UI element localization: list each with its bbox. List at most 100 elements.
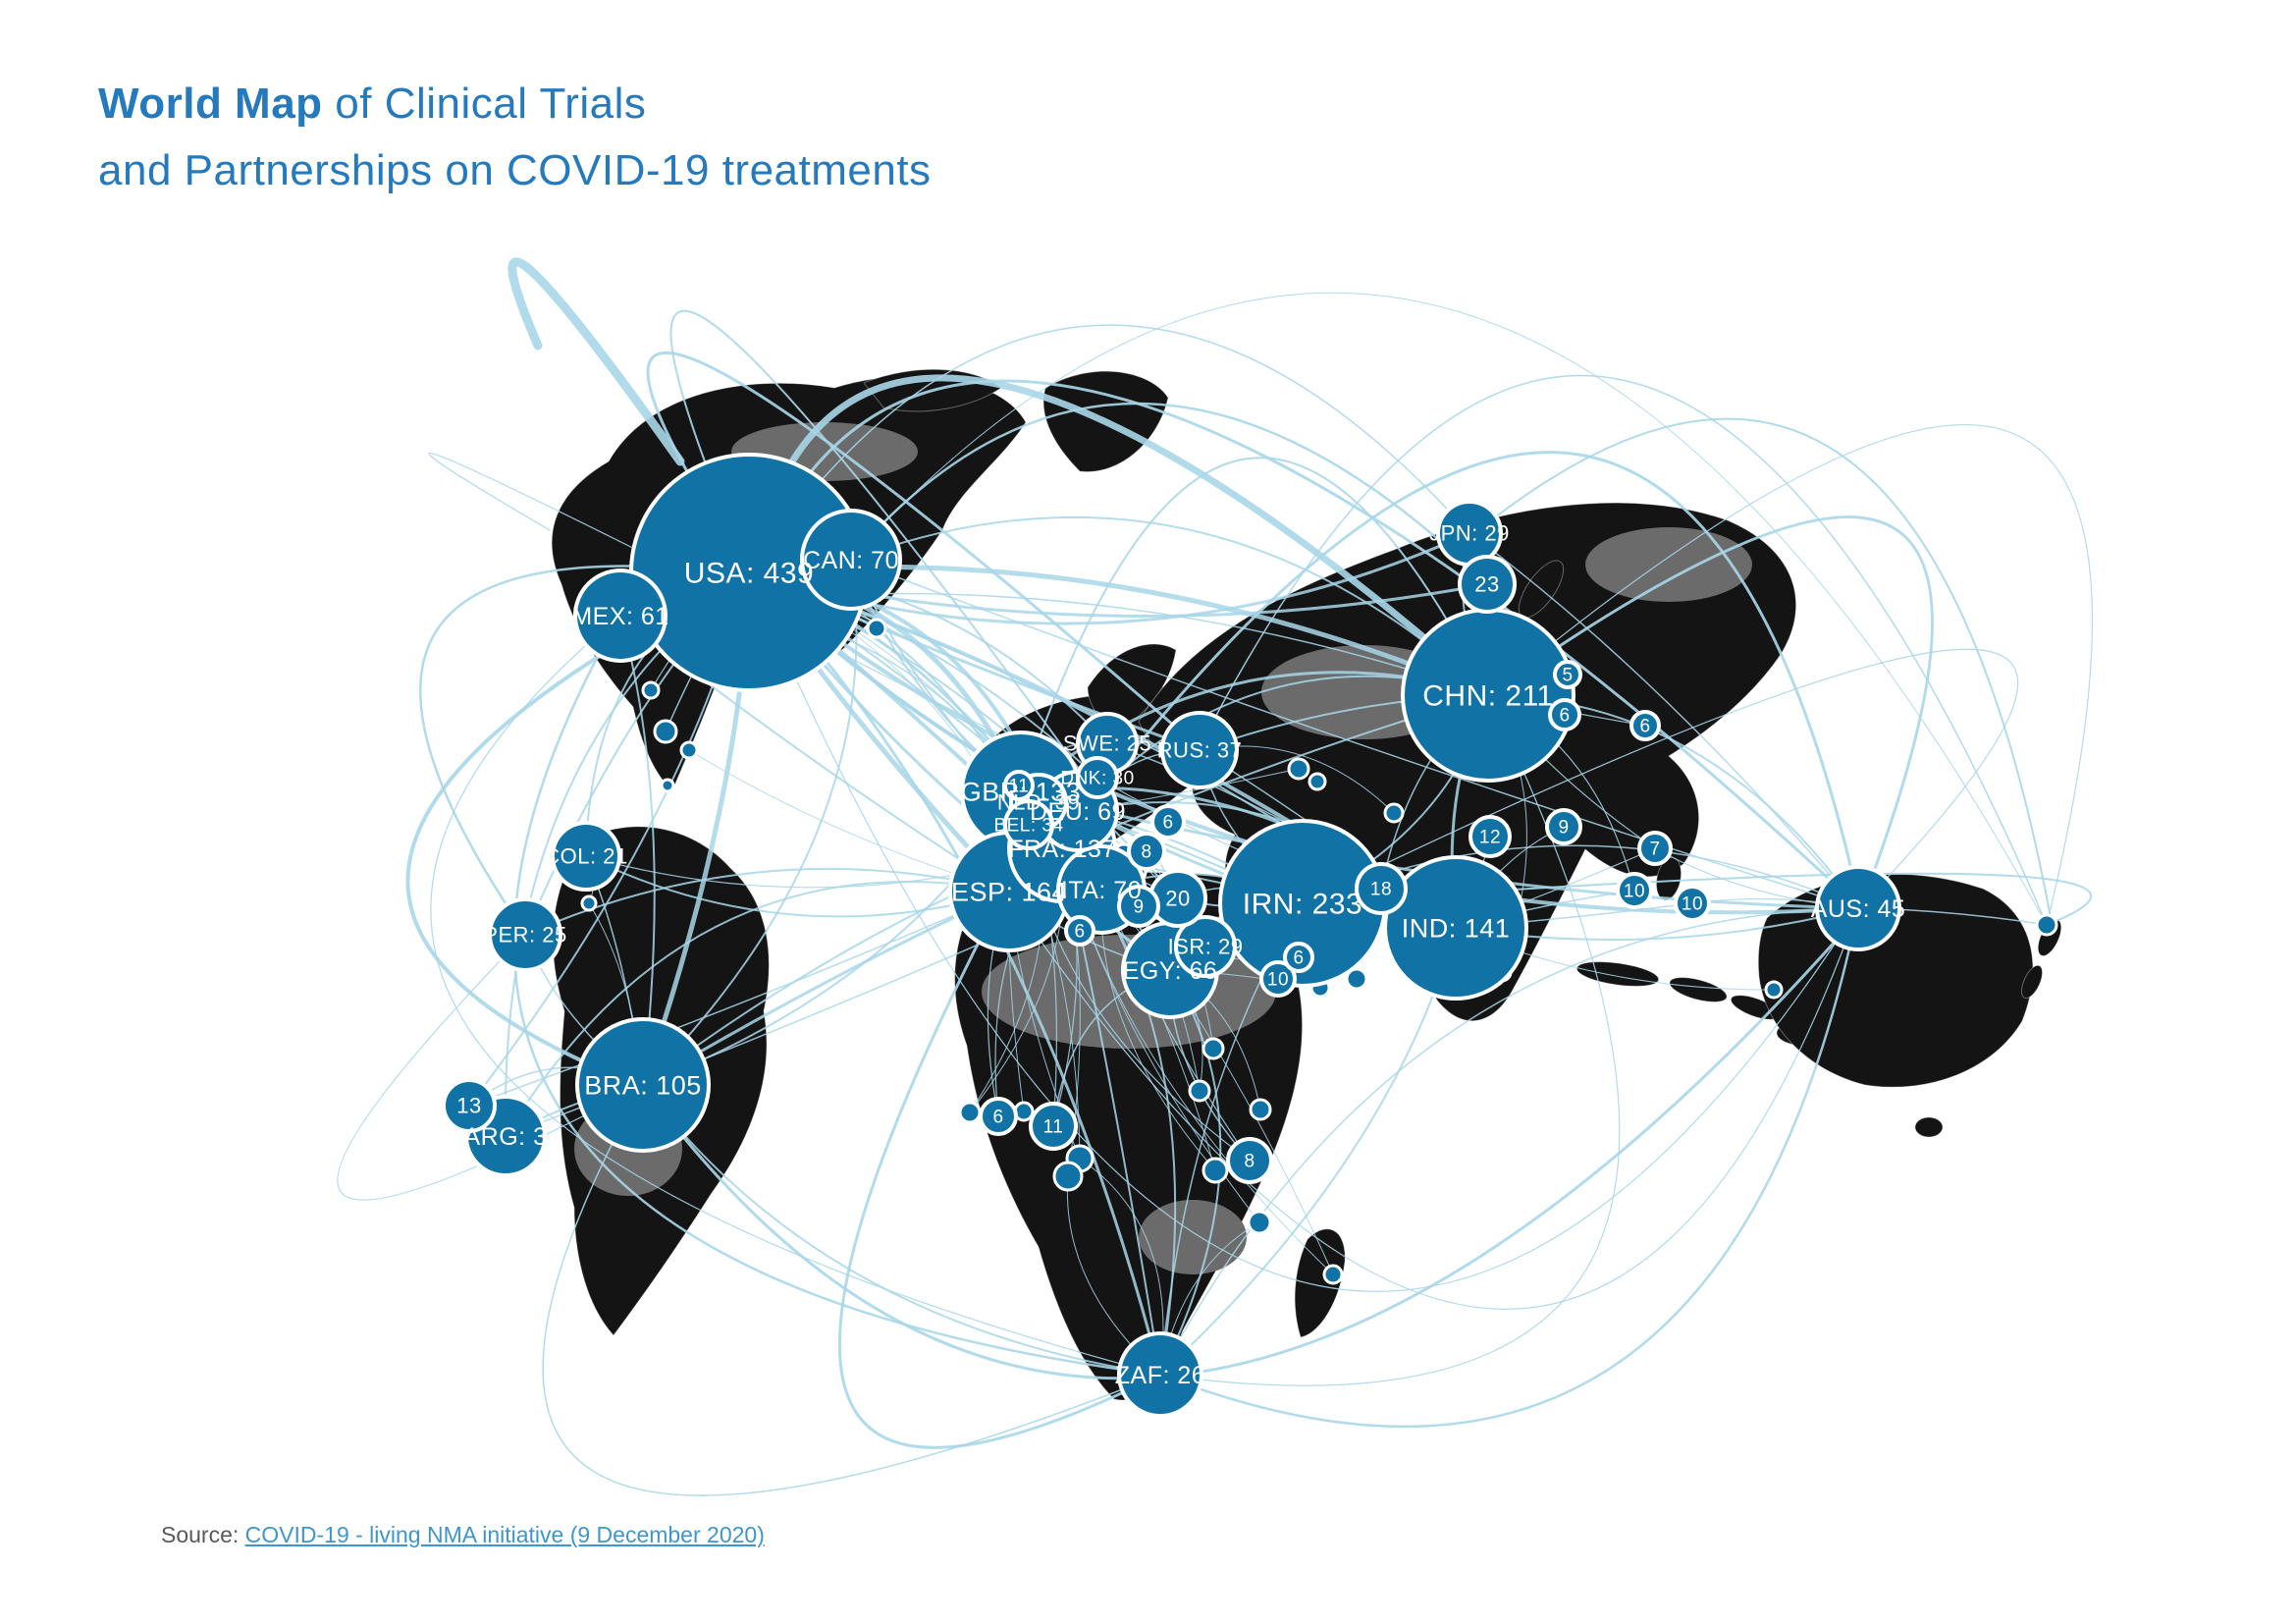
bubble-label-can: CAN: 70 bbox=[803, 547, 899, 574]
country-bubble-n10a bbox=[1616, 872, 1653, 909]
country-dot bbox=[1308, 772, 1327, 791]
country-dot bbox=[653, 719, 678, 744]
decorative-arc bbox=[1490, 515, 1934, 910]
country-dot bbox=[1247, 1210, 1272, 1235]
bubble-label-n12: 12 bbox=[1479, 828, 1501, 848]
country-dot bbox=[1383, 802, 1405, 824]
bubble-label-arg: ARG: 3 bbox=[464, 1123, 548, 1151]
country-bubble-n10b bbox=[1674, 885, 1711, 922]
country-bubble-n9b bbox=[1117, 885, 1160, 928]
country-bubble-ind bbox=[1383, 855, 1528, 1001]
source-line: Source: COVID-19 - living NMA initiative… bbox=[161, 1522, 765, 1548]
bubble-label-nld: NLD: 39 bbox=[997, 790, 1080, 815]
bubble-label-chn: CHN: 211 bbox=[1422, 680, 1554, 713]
country-bubble-n8a bbox=[1127, 832, 1166, 871]
bubble-label-n6c: 6 bbox=[1162, 813, 1173, 834]
page-title: World Map of Clinical Trials and Partner… bbox=[98, 71, 932, 204]
bubble-label-egy: EGY: 66 bbox=[1123, 957, 1218, 985]
bubble-label-jpn: JPN: 29 bbox=[1429, 521, 1510, 546]
bubble-label-n10a: 10 bbox=[1624, 882, 1645, 902]
bubble-label-n6d: 6 bbox=[1074, 922, 1085, 943]
country-bubble-n11a bbox=[1003, 770, 1035, 801]
bubble-label-n7: 7 bbox=[1649, 839, 1660, 860]
bubble-label-bra: BRA: 105 bbox=[584, 1070, 702, 1100]
decorative-arc bbox=[405, 570, 751, 1087]
bubble-label-n6e: 6 bbox=[992, 1108, 1003, 1128]
bubble-label-chl: 13 bbox=[456, 1094, 481, 1118]
country-bubble-col bbox=[551, 821, 621, 892]
country-bubble-chl bbox=[442, 1078, 497, 1133]
decorative-arc bbox=[1302, 648, 2019, 909]
country-bubbles bbox=[442, 453, 1901, 1418]
country-bubble-kor bbox=[1458, 555, 1517, 614]
decorative-arc bbox=[848, 292, 2048, 926]
source-label: Source: bbox=[161, 1522, 245, 1547]
bubble-label-mex: MEX: 61 bbox=[571, 603, 668, 630]
decorative-arc bbox=[430, 615, 1161, 1376]
decorative-arc bbox=[847, 402, 1489, 586]
country-dot bbox=[958, 1101, 982, 1124]
country-dot bbox=[1287, 757, 1310, 781]
decorative-arc bbox=[1491, 424, 2093, 926]
bubble-label-isr: ISR: 29 bbox=[1168, 935, 1244, 959]
bubble-label-fra: FRA: 137 bbox=[1008, 836, 1116, 863]
bubble-label-gbr: GBR: 133 bbox=[961, 777, 1082, 806]
bubble-label-irn: IRN: 233 bbox=[1243, 889, 1362, 921]
decorative-arc bbox=[837, 887, 1162, 1449]
country-bubble-aus bbox=[1815, 865, 1901, 951]
bubble-label-n10c: 10 bbox=[1267, 970, 1289, 991]
country-dot bbox=[660, 778, 675, 793]
bubble-label-aus: AUS: 45 bbox=[1811, 895, 1906, 923]
bubble-label-n8b: 8 bbox=[1244, 1152, 1255, 1172]
decorative-arc bbox=[748, 324, 1470, 573]
bubble-label-ind: IND: 141 bbox=[1402, 913, 1511, 943]
country-dot bbox=[1322, 1264, 1344, 1285]
partnership-arc bbox=[642, 1084, 1161, 1376]
decorative-arc bbox=[764, 379, 1857, 905]
title-bold: World Map bbox=[98, 80, 323, 128]
country-dot bbox=[1764, 980, 1784, 1000]
country-dot bbox=[1201, 1157, 1229, 1184]
country-bubble-n6d bbox=[1064, 915, 1095, 947]
country-bubble-n11b bbox=[1029, 1102, 1078, 1151]
bubble-label-n11b: 11 bbox=[1043, 1117, 1064, 1138]
source-link[interactable]: COVID-19 - living NMA initiative (9 Dece… bbox=[244, 1522, 765, 1547]
decorative-arc bbox=[542, 1084, 1161, 1496]
bubble-label-swe: SWE: 25 bbox=[1063, 731, 1151, 756]
partnership-arc bbox=[585, 855, 1010, 918]
country-bubble-n6f bbox=[1283, 942, 1314, 973]
bubble-label-n6f: 6 bbox=[1293, 948, 1304, 969]
country-bubble-n8b bbox=[1226, 1137, 1273, 1184]
country-dot bbox=[866, 618, 887, 639]
country-bubble-rus bbox=[1160, 711, 1239, 789]
bubble-label-dnk: DNK: 30 bbox=[1060, 769, 1134, 789]
decorative-arc bbox=[1058, 451, 1862, 910]
country-bubble-bra bbox=[575, 1017, 711, 1153]
bubble-label-deu: DEU: 69 bbox=[1030, 798, 1126, 826]
bubble-label-esp: ESP: 164 bbox=[951, 877, 1067, 906]
country-bubble-can bbox=[800, 509, 902, 611]
country-bubble-pak bbox=[1355, 862, 1408, 915]
country-bubble-mex bbox=[573, 568, 667, 663]
bubble-label-n9b: 9 bbox=[1133, 897, 1144, 918]
country-dot bbox=[580, 894, 598, 912]
country-bubble-per bbox=[488, 897, 562, 972]
country-bubble-n10c bbox=[1259, 960, 1297, 998]
bubble-label-col: COL: 21 bbox=[544, 844, 627, 869]
bubble-label-kor: 23 bbox=[1474, 572, 1499, 597]
decorative-arc bbox=[507, 257, 685, 466]
bubble-label-bel: BEL: 34 bbox=[993, 816, 1063, 837]
country-bubble-n12 bbox=[1468, 815, 1512, 858]
bubble-label-n11a: 11 bbox=[1009, 777, 1030, 797]
country-bubble-isr bbox=[1174, 915, 1237, 978]
partnership-arc bbox=[1468, 532, 1859, 909]
bubble-label-n10b: 10 bbox=[1682, 894, 1703, 915]
decorative-arc bbox=[752, 374, 1486, 691]
decorative-arc bbox=[512, 617, 1160, 1377]
bubble-label-per: PER: 25 bbox=[483, 923, 566, 947]
decorative-arc bbox=[419, 565, 748, 935]
country-bubble-dnk bbox=[1076, 756, 1119, 799]
country-bubble-n9a bbox=[1545, 808, 1582, 845]
title-rest: of Clinical Trials bbox=[322, 80, 647, 128]
bubble-label-n9a: 9 bbox=[1558, 818, 1569, 839]
